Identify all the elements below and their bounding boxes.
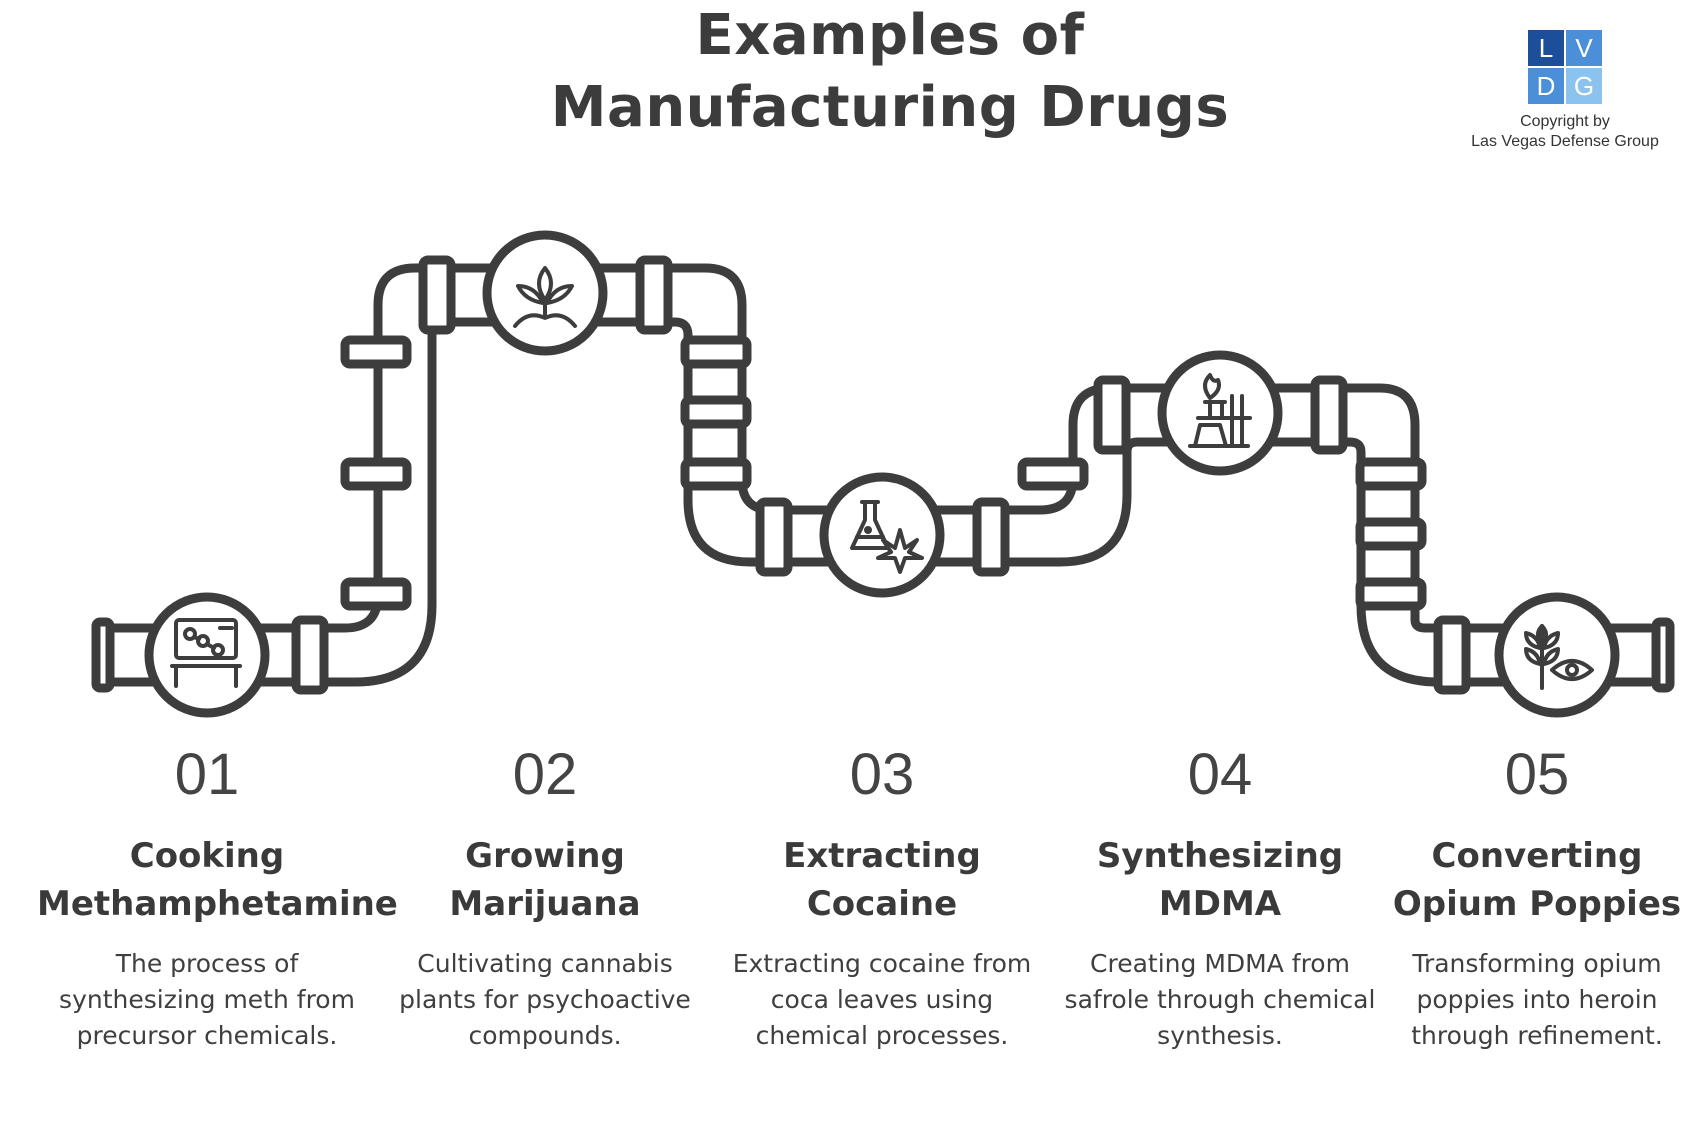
pipe-flange xyxy=(1433,615,1471,695)
logo-mark: L V D G xyxy=(1528,30,1602,104)
logo-letter: G xyxy=(1566,68,1602,104)
step-title: Growing Marijuana xyxy=(449,836,641,924)
step-title: Converting Opium Poppies xyxy=(1392,836,1682,924)
copyright-line-2: Las Vegas Defense Group xyxy=(1471,133,1659,150)
pipe-flange xyxy=(1310,375,1348,455)
page-title: Examples of Manufacturing Drugs xyxy=(430,0,1350,144)
step-4: 04 Synthesizing MDMA Creating MDMA from … xyxy=(1050,740,1390,1054)
plant-sprout-icon xyxy=(513,266,577,328)
pipe-flange xyxy=(755,497,793,577)
pipe-flange xyxy=(680,457,752,491)
step-description: Cultivating cannabis plants for psychoac… xyxy=(399,949,691,1050)
logo-letter: L xyxy=(1528,30,1564,66)
pipe-flange xyxy=(291,615,329,695)
step-5: 05 Converting Opium Poppies Transforming… xyxy=(1387,740,1687,1054)
logo-letter: D xyxy=(1528,68,1564,104)
step-title: Extracting Cocaine xyxy=(783,836,981,924)
pipe-flange xyxy=(418,255,456,335)
step-number: 03 xyxy=(849,742,915,807)
pipe-flange xyxy=(635,255,673,335)
step-title: Cooking Methamphetamine xyxy=(37,836,398,924)
step-number: 02 xyxy=(512,742,578,807)
pipe-end-cap-right xyxy=(1651,617,1675,693)
pipe-flange xyxy=(1355,457,1427,491)
pipe-flange xyxy=(680,335,752,369)
step-title: Synthesizing MDMA xyxy=(1096,836,1344,924)
lab-equipment-icon xyxy=(170,618,242,688)
pipe-flange xyxy=(1093,375,1131,455)
copyright-text: Copyright by Las Vegas Defense Group xyxy=(1455,112,1675,152)
step-description: Extracting cocaine from coca leaves usin… xyxy=(732,949,1032,1050)
plant-eye-icon xyxy=(1524,624,1594,690)
copyright-line-1: Copyright by xyxy=(1520,113,1610,130)
pipe-flange xyxy=(340,335,412,369)
step-node-2 xyxy=(482,230,608,356)
title-line-2: Manufacturing Drugs xyxy=(550,75,1230,140)
company-logo: L V D G Copyright by Las Vegas Defense G… xyxy=(1455,30,1675,152)
pipe-flange xyxy=(340,577,412,611)
step-description: Transforming opium poppies into heroin t… xyxy=(1411,949,1663,1050)
bunsen-burner-icon xyxy=(1188,373,1252,448)
step-number: 05 xyxy=(1504,742,1570,807)
pipe-flange xyxy=(680,395,752,429)
step-description: The process of synthesizing meth from pr… xyxy=(59,949,355,1050)
pipe-flange xyxy=(340,457,412,491)
pipe-flange xyxy=(1017,457,1089,491)
logo-letter: V xyxy=(1566,30,1602,66)
step-number: 01 xyxy=(174,742,240,807)
pipe-end-cap-left xyxy=(91,617,115,693)
step-description: Creating MDMA from safrole through chemi… xyxy=(1064,949,1376,1050)
step-node-1 xyxy=(144,592,270,718)
title-line-1: Examples of xyxy=(695,3,1085,68)
step-1: 01 Cooking Methamphetamine The process o… xyxy=(37,740,398,1054)
pipe-flange xyxy=(1355,577,1427,611)
flask-leaf-icon xyxy=(850,500,924,574)
pipe-flange xyxy=(972,497,1010,577)
pipe-flange xyxy=(1355,517,1427,551)
step-number: 04 xyxy=(1187,742,1253,807)
step-2: 02 Growing Marijuana Cultivating cannabi… xyxy=(375,740,715,1054)
step-3: 03 Extracting Cocaine Extracting cocaine… xyxy=(712,740,1052,1054)
